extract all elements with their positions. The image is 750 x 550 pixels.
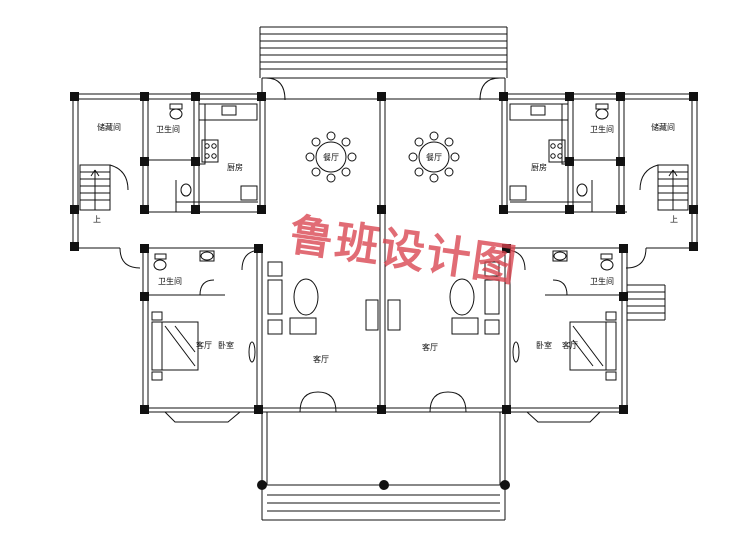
label-living-left: 客厅 bbox=[313, 354, 329, 364]
sofa-set-left bbox=[267, 261, 319, 335]
label-living-right: 客厅 bbox=[422, 342, 438, 352]
bed-right bbox=[569, 311, 617, 381]
label-bedroom-left: 卧室 bbox=[218, 340, 234, 350]
door-handle-right bbox=[512, 341, 520, 363]
label-bathroom-lower-left: 卫生间 bbox=[158, 276, 182, 286]
bay-window-right bbox=[526, 411, 601, 423]
top-steps bbox=[259, 26, 508, 78]
label-bedroom-side-left: 客厅 bbox=[196, 340, 212, 350]
columns bbox=[70, 92, 698, 490]
cabinet-right bbox=[387, 299, 401, 331]
label-stair-up-right: 上 bbox=[670, 215, 678, 224]
label-bedroom-right: 卧室 bbox=[536, 340, 552, 350]
door-handle-left bbox=[248, 341, 256, 363]
label-bathroom-lower-right: 卫生间 bbox=[590, 276, 614, 286]
bed-left bbox=[151, 311, 199, 381]
toilet-lower-left bbox=[153, 250, 215, 271]
label-kitchen-right: 厨房 bbox=[531, 162, 547, 172]
kitchen-left-fixtures bbox=[176, 103, 258, 203]
label-dining-left: 餐厅 bbox=[323, 153, 339, 162]
toilet-upper-right bbox=[576, 103, 609, 212]
toilet-upper-left bbox=[169, 103, 192, 212]
door-swings bbox=[119, 77, 647, 413]
label-bedroom-side-right: 客厅 bbox=[562, 340, 578, 350]
label-bathroom-upper-left: 卫生间 bbox=[156, 124, 180, 134]
watermark: 鲁班设计图 bbox=[286, 210, 521, 293]
toilet-lower-right bbox=[552, 250, 614, 271]
label-dining-right: 餐厅 bbox=[426, 153, 442, 162]
dining-table-left bbox=[305, 131, 357, 183]
kitchen-right-fixtures bbox=[509, 103, 591, 203]
stairs-left bbox=[79, 164, 129, 211]
label-storage-right: 储藏间 bbox=[651, 122, 675, 132]
label-stair-up-left: 上 bbox=[93, 215, 101, 224]
stairs-right bbox=[639, 164, 689, 211]
label-kitchen-left: 厨房 bbox=[227, 162, 243, 172]
label-storage-left: 储藏间 bbox=[97, 122, 121, 132]
cabinet-left bbox=[365, 299, 379, 331]
dining-table-right bbox=[408, 131, 460, 183]
bay-window-left bbox=[164, 411, 241, 423]
upper-partitions bbox=[142, 99, 625, 412]
side-steps bbox=[627, 284, 666, 321]
sofa-set-right bbox=[449, 261, 500, 335]
label-bathroom-upper-right: 卫生间 bbox=[590, 124, 614, 134]
front-porch bbox=[261, 412, 506, 521]
